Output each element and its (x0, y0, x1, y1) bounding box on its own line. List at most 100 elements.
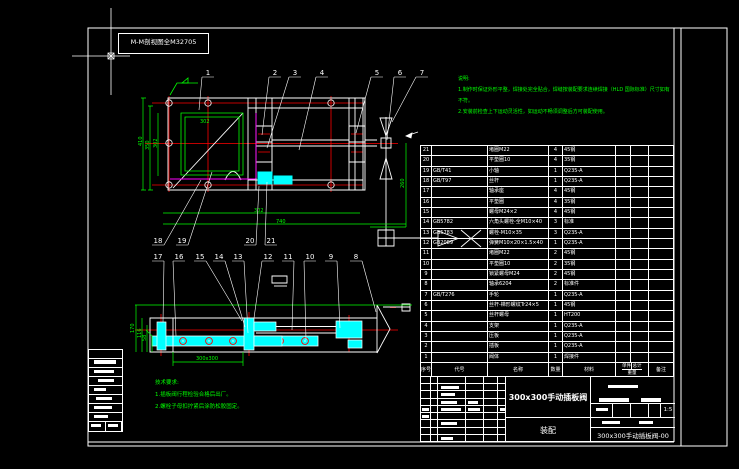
balloon-1: 1 (206, 69, 210, 77)
notes-top-line3: 2.安装前检查上下运动灵活性，如运动不畅须调整后方可装配使用。 (458, 109, 608, 115)
bom-cell-material: 35钢 (563, 259, 616, 270)
bom-cell-seq: 8 (421, 280, 432, 291)
bom-cell-code (432, 207, 488, 219)
handwheel-top-view (380, 117, 392, 230)
bom-cell-remark (649, 352, 674, 363)
bom-cell-name: 丝杆螺母 (488, 311, 549, 322)
balloon-leader-8 (350, 261, 376, 312)
balloon-10: 10 (306, 253, 315, 261)
bom-cell-unit (616, 238, 631, 250)
bom-cell-unit (616, 197, 631, 208)
title-block-center: 300x300手动插板阀 装配 (506, 377, 591, 442)
balloon-leader-1 (199, 77, 214, 110)
bolt-holes (166, 100, 334, 188)
bom-cell-remark (649, 228, 674, 239)
dim-tv-inner: 302 (200, 119, 210, 125)
bom-row: 10 平垫圈10 2 35钢 (421, 259, 674, 270)
bom-cell-name: 平垫圈10 (488, 259, 549, 270)
crosshair-marker (72, 8, 130, 95)
bom-row: 7 GB/T276 手轮 1 Q235-A (421, 290, 674, 301)
balloon-7: 7 (420, 69, 424, 77)
bom-cell-total (631, 311, 649, 322)
gate-plate-aux (170, 113, 256, 179)
balloon-6: 6 (398, 69, 403, 77)
balloon-leader-5 (356, 77, 383, 133)
bom-cell-seq: 21 (421, 146, 432, 157)
notes-bottom-title: 技术要求: (155, 380, 179, 386)
bom-cell-remark (649, 146, 674, 157)
title-block-right: 1:5 300x300手动插板阀-00 (591, 377, 675, 442)
balloon-17: 17 (154, 253, 163, 261)
bom-cell-material: 45钢 (563, 269, 616, 281)
bom-cell-remark (649, 238, 674, 250)
bom-cell-total (631, 352, 649, 363)
bom-row: 1 阀体 1 焊接件 (421, 352, 674, 363)
margin-strip-table (88, 349, 123, 432)
bom-cell-qty: 1 (549, 331, 563, 343)
balloon-21: 21 (267, 237, 276, 245)
bom-cell-remark (649, 176, 674, 188)
bom-row: 21 堵圈M22 4 45钢 (421, 146, 674, 157)
bom-cell-total (631, 156, 649, 167)
bom-row: 14 GB5782 六角头螺栓-全M10×40 3 标准 (421, 218, 674, 229)
bom-cell-name: 压板 (488, 331, 549, 343)
bom-cell-material: Q235-A (563, 176, 616, 188)
top-view-body (168, 98, 377, 190)
bom-cell-remark (649, 331, 674, 343)
bom-cell-total (631, 300, 649, 312)
balloon-leader-18 (152, 180, 201, 245)
bom-cell-name: 阀体 (488, 352, 549, 363)
balloon-leader-20 (244, 186, 259, 245)
bom-cell-name: 堵圈M22 (488, 249, 549, 260)
bom-cell-total (631, 259, 649, 270)
bom-cell-code (432, 311, 488, 322)
bom-cell-remark (649, 218, 674, 229)
balloon-16: 16 (175, 253, 184, 261)
bom-cell-name: 平垫圈10 (488, 156, 549, 167)
bom-cell-remark (649, 342, 674, 353)
bom-row: 5 丝杆螺母 1 HT200 (421, 311, 674, 322)
balloon-leader-12 (254, 261, 274, 318)
bom-cell-code: GB/T97 (432, 176, 488, 188)
bom-header-seq: 序号 (421, 363, 432, 377)
bom-cell-qty: 4 (549, 146, 563, 157)
bom-cell-material: 45钢 (563, 300, 616, 312)
bom-cell-qty: 1 (549, 238, 563, 250)
drawing-scale: 1:5 (663, 407, 673, 413)
bom-cell-seq: 1 (421, 352, 432, 363)
notes-top-title: 说明: (458, 76, 470, 82)
bom-cell-remark (649, 321, 674, 332)
bom-cell-code: GB5782 (432, 218, 488, 229)
dim-bv-left-1: 170 (130, 323, 136, 333)
bom-cell-name: 丝杆 (488, 176, 549, 188)
bom-cell-code (432, 146, 488, 157)
bom-cell-seq: 11 (421, 249, 432, 260)
bom-cell-name: 手轮 (488, 290, 549, 301)
dim-bv-left-3: 58 (142, 335, 148, 341)
bom-cell-name: 堵圈M22 (488, 146, 549, 157)
bom-cell-total (631, 218, 649, 229)
bom-cell-total (631, 249, 649, 260)
bom-cell-code (432, 331, 488, 343)
bom-cell-qty: 4 (549, 207, 563, 219)
bom-cell-name: 弹簧M10×20×1.5×40 (488, 238, 549, 250)
bom-cell-qty: 3 (549, 218, 563, 229)
balloon-leader-14 (213, 261, 245, 327)
bom-row: 11 堵圈M22 2 45钢 (421, 249, 674, 260)
bom-cell-unit (616, 218, 631, 229)
bom-cell-code: GB/T41 (432, 166, 488, 177)
bom-cell-unit (616, 280, 631, 291)
scale-row: 1:5 (591, 404, 675, 418)
bom-cell-material: Q235-A (563, 321, 616, 332)
bom-cell-qty: 1 (549, 166, 563, 177)
bom-cell-seq: 4 (421, 321, 432, 332)
bom-cell-seq: 9 (421, 269, 432, 281)
bom-cell-seq: 5 (421, 311, 432, 322)
bom-cell-name: 轴承6204 (488, 280, 549, 291)
drawing-number: 300x300手动插板阀-00 (597, 432, 669, 440)
bom-cell-code (432, 187, 488, 198)
bom-cell-unit (616, 166, 631, 177)
bom-cell-name: 锁紧螺母M24 (488, 269, 549, 281)
bom-cell-seq: 12 (421, 238, 432, 250)
